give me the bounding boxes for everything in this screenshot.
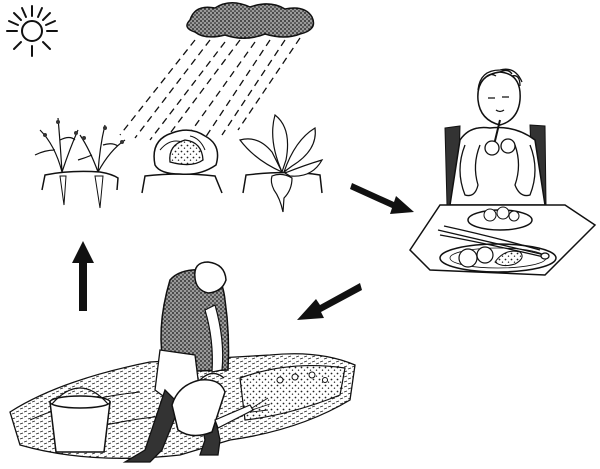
arrow-gardener-to-garden [72, 241, 94, 311]
sun-icon [6, 5, 58, 57]
arrow-garden-to-meal [350, 183, 414, 214]
plate-icon [439, 243, 557, 273]
cabbage-icon [141, 129, 223, 194]
carrot-icon [34, 117, 126, 209]
arrow-meal-to-gardener [297, 283, 362, 320]
green-onion-icon [437, 225, 550, 260]
watering-can-icon [171, 372, 271, 437]
person-watering-garden [9, 261, 356, 463]
garden-vegetables [34, 113, 324, 213]
bucket-icon [49, 387, 111, 453]
bowl-icon [467, 206, 533, 231]
beet-icon [238, 113, 324, 213]
cloud-rain-icon [119, 2, 315, 141]
person-eating-meal [409, 68, 597, 276]
rain-lines [119, 37, 301, 141]
fork-icon [493, 119, 501, 146]
